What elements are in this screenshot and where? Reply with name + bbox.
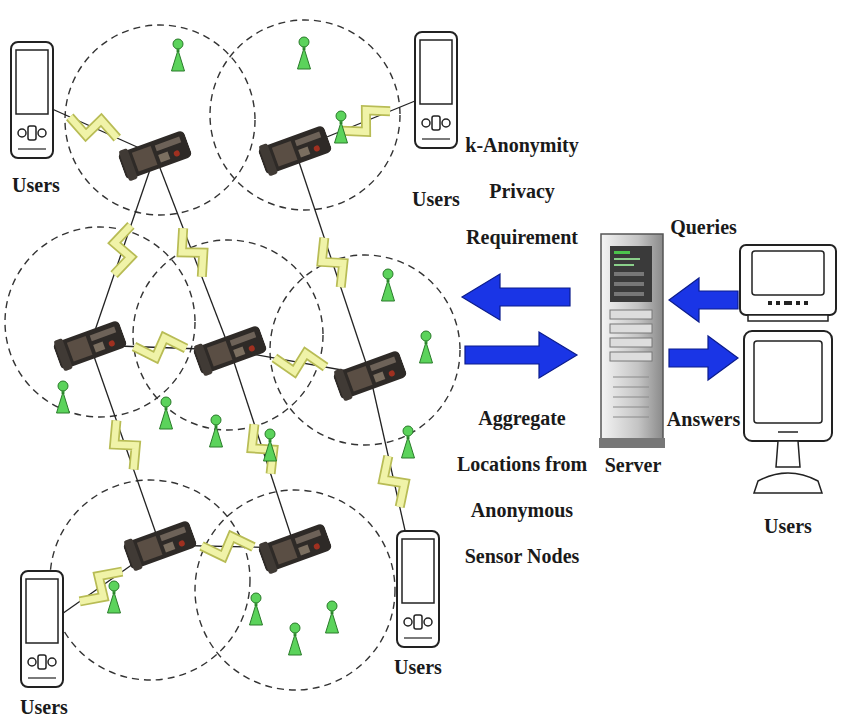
flow-arrow <box>669 278 738 322</box>
wireless-bolt <box>182 228 204 277</box>
wireless-link <box>90 155 155 345</box>
wireless-bolt <box>322 238 344 287</box>
wireless-bolt <box>342 110 390 132</box>
wireless-link <box>155 155 230 350</box>
computers-icon <box>740 245 836 493</box>
people <box>402 426 415 458</box>
edge-label: Queries <box>667 216 740 238</box>
sensor-motes <box>122 518 199 572</box>
people <box>335 111 348 143</box>
people <box>420 331 433 363</box>
coverage-circles <box>5 227 195 417</box>
flow-label: Aggregate Locations from Anonymous Senso… <box>452 395 592 579</box>
people <box>289 623 302 655</box>
sensor-motes <box>257 521 334 575</box>
sensor-motes <box>117 128 194 182</box>
pda-devices <box>11 42 53 158</box>
coverage-circles <box>5 20 460 690</box>
wireless-bolt <box>322 238 344 287</box>
node-label: Server <box>597 454 669 476</box>
server-node: Server <box>597 232 669 476</box>
server-icon <box>597 232 669 450</box>
user-label: Users <box>396 188 476 210</box>
sensor-motes <box>52 318 129 372</box>
wireless-link <box>230 350 295 548</box>
wireless-bolt <box>114 225 131 274</box>
coverage-circles <box>133 240 323 430</box>
people <box>160 397 173 429</box>
people <box>264 429 277 461</box>
flow-arrow <box>669 336 738 380</box>
people <box>326 601 339 633</box>
wireless-bolt <box>134 338 186 358</box>
network-flow-arrows <box>462 274 570 320</box>
wireless-bolt <box>202 537 254 557</box>
flow-label: k-Anonymity Privacy Requirement <box>454 122 590 260</box>
wireless-bolt <box>342 110 390 132</box>
users-node: Users <box>738 243 838 537</box>
people <box>210 415 223 447</box>
wireless-links <box>32 92 437 628</box>
people <box>298 37 311 69</box>
wireless-bolt <box>274 353 325 371</box>
people <box>57 37 433 655</box>
people <box>57 381 70 413</box>
pda-devices <box>11 32 457 687</box>
wireless-bolt <box>114 420 136 469</box>
wireless-bolt <box>70 117 117 138</box>
sensor-motes <box>257 123 334 177</box>
sensor-motes <box>192 323 269 377</box>
pda-devices <box>21 571 63 687</box>
people <box>108 581 121 613</box>
sensor-motes <box>332 348 409 402</box>
edge-label: Answers <box>664 408 743 430</box>
wireless-link <box>295 150 370 375</box>
coverage-circles <box>270 255 460 445</box>
coverage-circles <box>195 490 395 690</box>
pda-devices <box>415 32 457 148</box>
wireless-bolt <box>274 353 325 371</box>
network-flow-arrows <box>465 332 577 378</box>
people <box>382 269 395 301</box>
wireless-bolt <box>383 456 404 507</box>
pda-devices <box>397 531 439 647</box>
wireless-bolt <box>202 537 254 557</box>
user-label: Users <box>0 174 76 196</box>
wireless-bolt <box>114 225 131 274</box>
sensor-motes <box>52 123 409 575</box>
wireless-bolt <box>383 456 404 507</box>
wireless-bolt <box>114 420 136 469</box>
wireless-bolt <box>70 117 117 138</box>
computers-icon <box>738 243 838 501</box>
coverage-circles <box>65 25 255 215</box>
wireless-link <box>90 345 160 545</box>
wireless-bolt <box>182 228 204 277</box>
people <box>250 593 263 625</box>
network-flow-arrows <box>462 274 577 378</box>
people <box>172 39 185 71</box>
server-icon <box>599 234 665 448</box>
user-label: Users <box>4 696 84 718</box>
wireless-bolt <box>134 338 186 358</box>
node-label: Users <box>738 515 838 537</box>
coverage-circles <box>50 480 250 680</box>
user-label: Users <box>378 656 458 678</box>
